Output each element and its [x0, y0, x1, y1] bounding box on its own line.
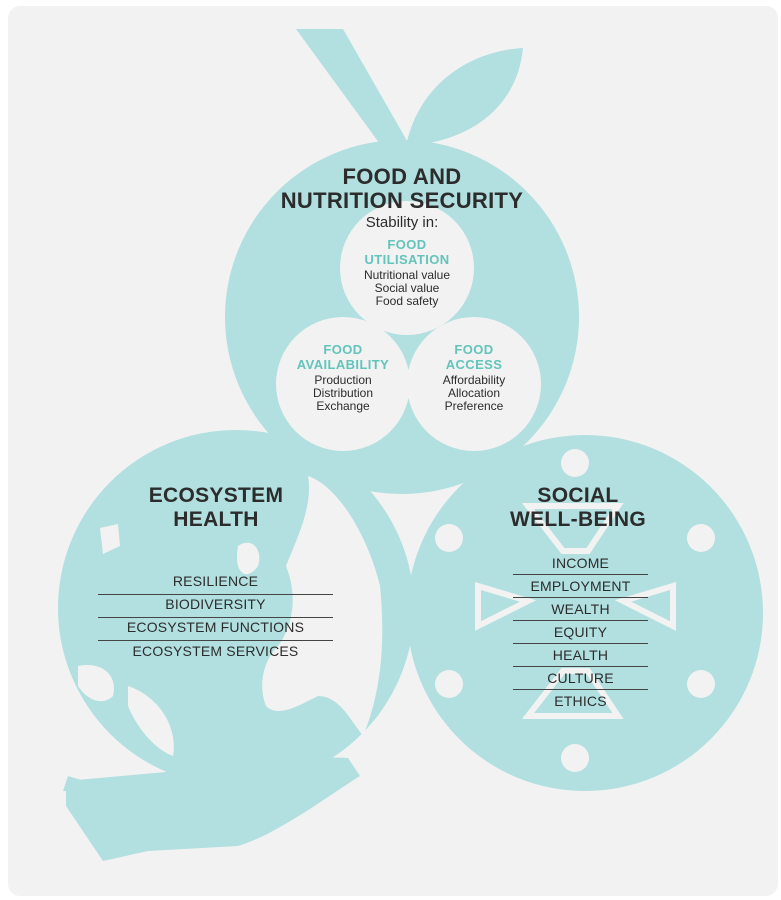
social-item: CULTURE — [547, 670, 614, 686]
utilisation-heading-1: FOOD — [387, 237, 427, 252]
food-title-line1: FOOD AND — [342, 164, 462, 189]
social-divider — [513, 597, 648, 598]
social-item: INCOME — [551, 555, 610, 571]
utilisation-circle — [340, 201, 474, 335]
ecosystem-divider — [98, 617, 333, 618]
availability-item: Distribution — [312, 386, 374, 400]
access-circle — [407, 317, 541, 451]
social-divider — [513, 666, 648, 667]
social-item: EMPLOYMENT — [530, 578, 631, 594]
social-divider — [513, 689, 648, 690]
ecosystem-item: BIODIVERSITY — [165, 596, 266, 612]
hand-thumb — [63, 776, 118, 791]
social-divider — [513, 574, 648, 575]
hand-icon — [66, 757, 360, 861]
ecosystem-item: ECOSYSTEM SERVICES — [132, 643, 299, 659]
utilisation-item: Food safety — [375, 294, 439, 308]
utilisation-item: Social value — [374, 281, 440, 295]
ecosystem-title-line2: HEALTH — [173, 508, 259, 531]
ecosystem-item: ECOSYSTEM FUNCTIONS — [126, 619, 305, 635]
social-title-line1: SOCIAL — [537, 484, 619, 507]
access-item: Affordability — [442, 373, 506, 387]
social-item: HEALTH — [552, 647, 609, 663]
utilisation-heading-2: UTILISATION — [364, 252, 450, 267]
access-heading-1: FOOD — [454, 342, 494, 357]
apple-leaf — [406, 48, 523, 146]
social-circle — [407, 435, 763, 791]
ecosystem-title-line1: ECOSYSTEM — [148, 484, 284, 507]
availability-item: Exchange — [316, 399, 370, 413]
ecosystem-item: RESILIENCE — [172, 573, 259, 589]
availability-item: Production — [314, 373, 372, 387]
social-item: EQUITY — [553, 624, 608, 640]
ecosystem-divider — [98, 640, 333, 641]
access-item: Preference — [444, 399, 504, 413]
availability-heading-1: FOOD — [323, 342, 363, 357]
social-item: WEALTH — [551, 601, 610, 617]
utilisation-item: Nutritional value — [363, 268, 451, 282]
diagram-graphics — [58, 29, 763, 861]
social-divider — [513, 643, 648, 644]
social-divider — [513, 620, 648, 621]
diagram-canvas: FOOD AND NUTRITION SECURITY Stability in… — [8, 6, 778, 896]
social-title-line2: WELL-BEING — [510, 508, 646, 531]
access-heading-2: ACCESS — [445, 357, 503, 372]
apple-stem — [296, 29, 406, 166]
stability-label: Stability in: — [365, 214, 439, 231]
availability-circle — [276, 317, 410, 451]
access-item: Allocation — [447, 386, 501, 400]
people-ring-icon — [435, 449, 715, 772]
ecosystem-divider — [98, 594, 333, 595]
food-title-line2: NUTRITION SECURITY — [280, 188, 524, 213]
availability-heading-2: AVAILABILITY — [296, 357, 390, 372]
globe-continents — [78, 476, 383, 756]
social-item: ETHICS — [554, 693, 607, 709]
people-spokes — [475, 503, 676, 719]
